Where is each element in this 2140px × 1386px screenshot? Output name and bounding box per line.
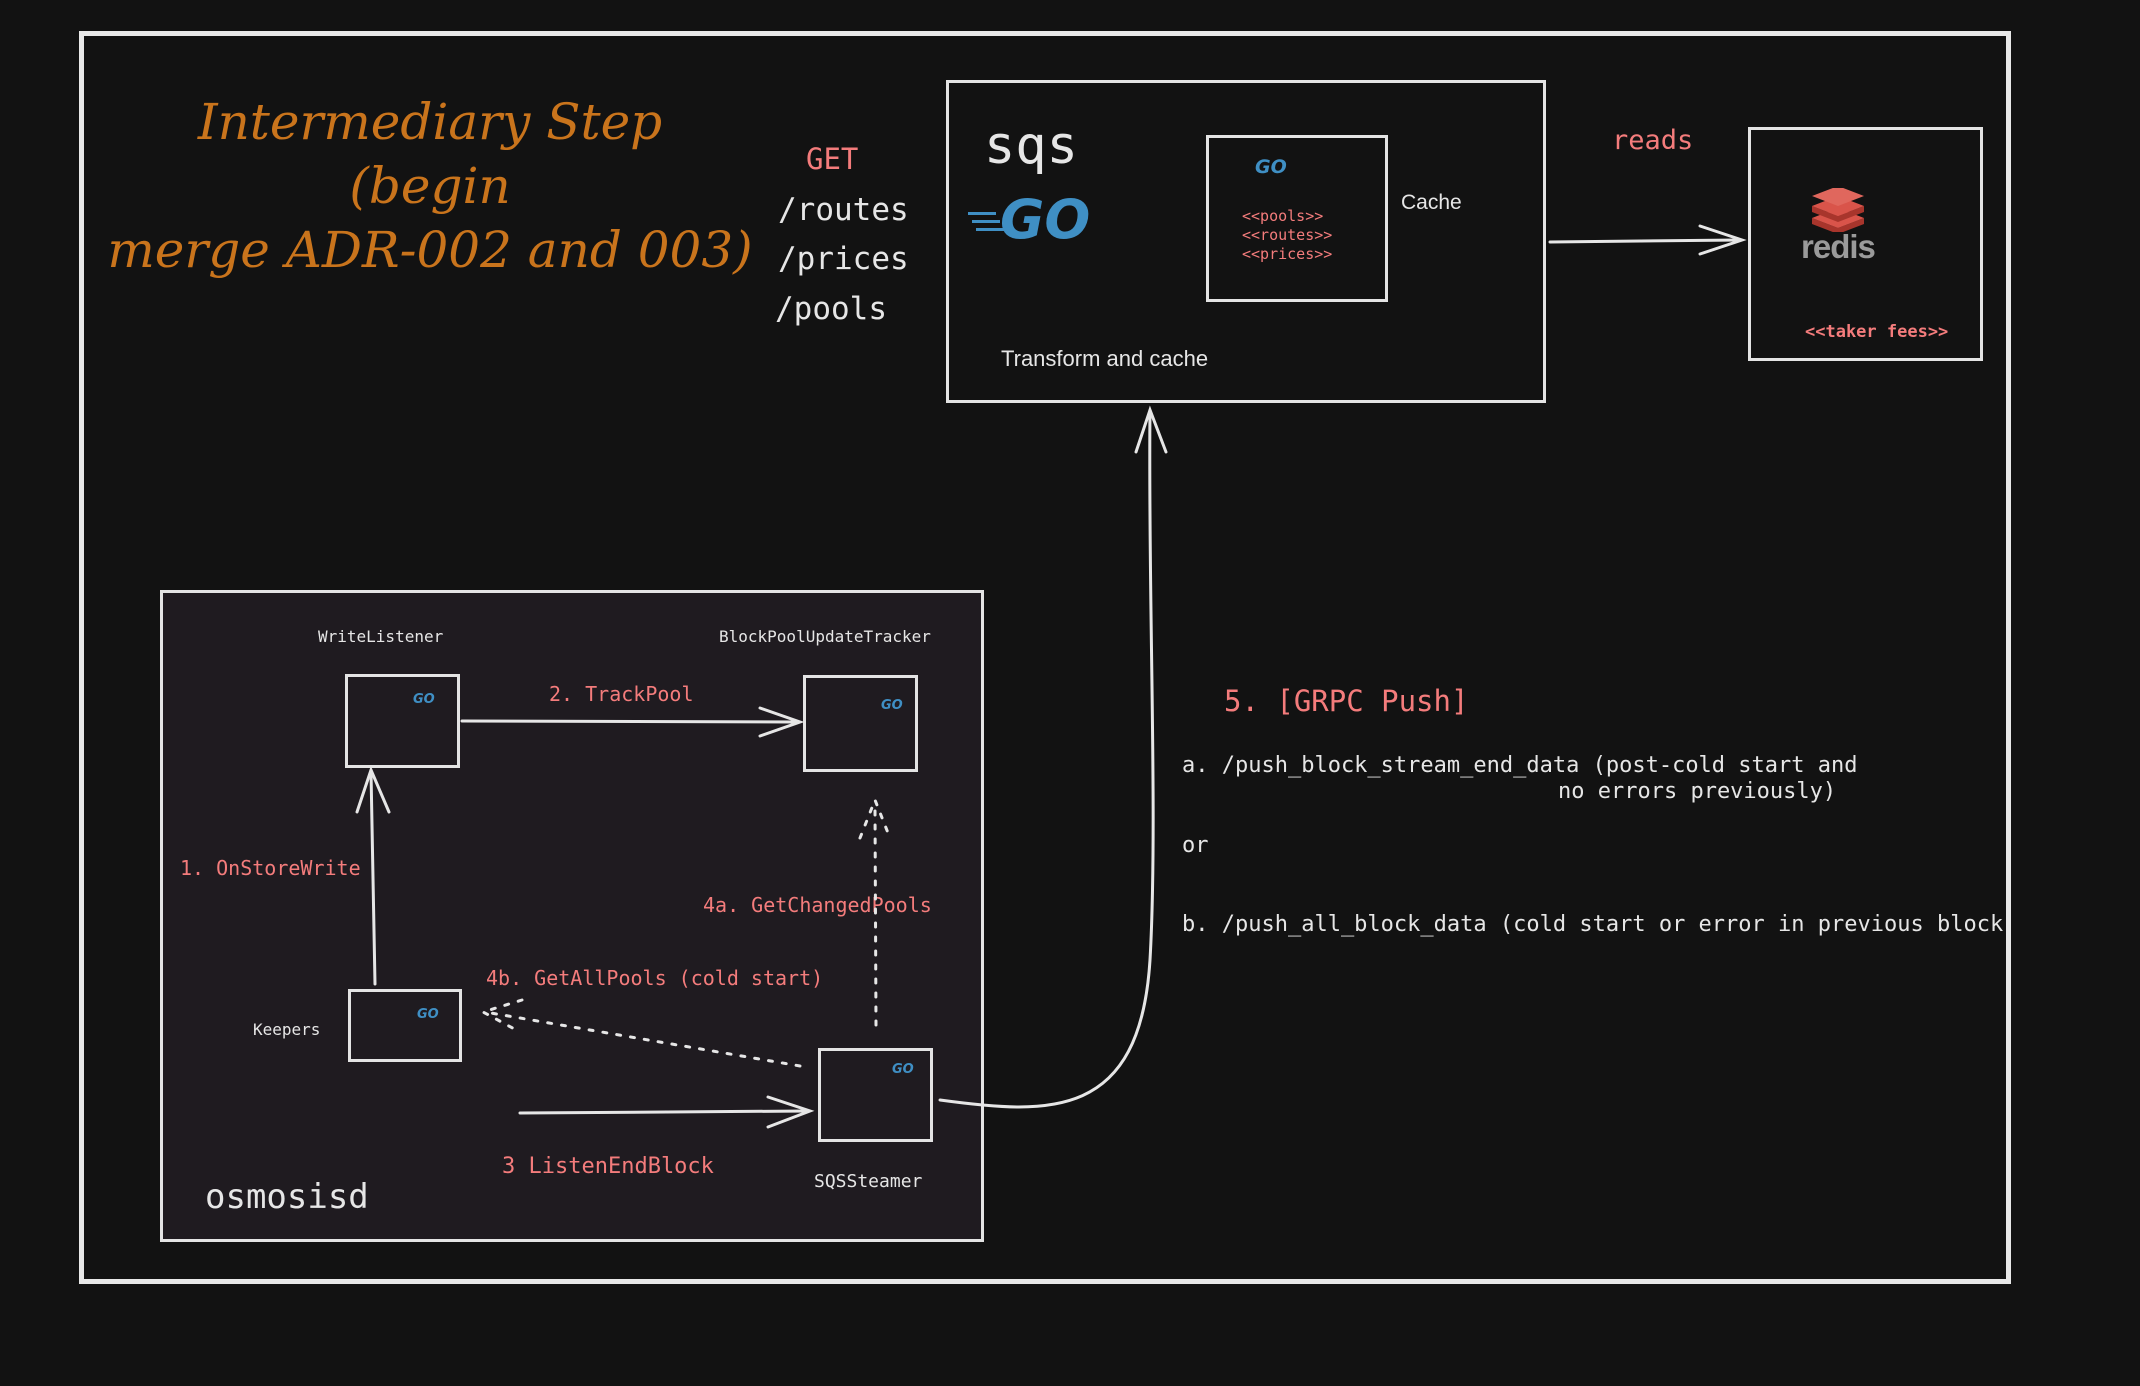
redis-logo-text: redis (1801, 228, 1876, 265)
redis-box (1748, 127, 1983, 361)
grpc-option-a-line2: no errors previously) (1558, 779, 1837, 804)
edge-get-changed-pools: 4a. GetChangedPools (703, 893, 932, 917)
grpc-or: or (1182, 833, 1209, 858)
title-line-3: merge ADR-002 and 003) (107, 221, 753, 279)
cache-item-pools: <<pools>> (1242, 207, 1324, 225)
redis-stack-icon (1812, 188, 1864, 232)
pools-endpoint: /pools (775, 291, 887, 327)
sqs-subtitle: Transform and cache (1001, 346, 1209, 371)
go-logo-text: GO (1000, 188, 1091, 251)
edge-track-pool: 2. TrackPool (549, 682, 694, 706)
keepers-label: Keepers (253, 1020, 321, 1039)
block-pool-tracker-label: BlockPoolUpdateTracker (719, 627, 931, 646)
cache-item-prices: <<prices>> (1242, 245, 1333, 263)
grpc-push-heading: 5. [GRPC Push] (1224, 684, 1469, 718)
block-pool-tracker-node (803, 675, 918, 772)
diagram-title: Intermediary Step (begin merge ADR-002 a… (95, 90, 765, 282)
redis-taker-fees-note: <<taker fees>> (1805, 322, 1949, 342)
sqs-streamer-label: SQSSteamer (814, 1171, 923, 1192)
keepers-go-icon: GO (417, 1007, 439, 1022)
grpc-option-b: b. /push_all_block_data (cold start or e… (1182, 912, 2004, 937)
edge-listen-end-block: 3 ListenEndBlock (502, 1154, 714, 1179)
write-listener-node (345, 674, 460, 768)
osmosisd-label: osmosisd (205, 1177, 369, 1217)
title-line-2: (begin (349, 157, 511, 215)
sqs-go-logo-icon: GO (968, 188, 1090, 251)
osmosisd-panel (160, 590, 984, 1242)
keepers-node (348, 989, 462, 1062)
cache-box (1206, 135, 1388, 302)
routes-endpoint: /routes (778, 192, 909, 228)
speed-lines-icon (968, 212, 996, 215)
edge-get-all-pools: 4b. GetAllPools (cold start) (486, 966, 824, 990)
write-listener-go-icon: GO (413, 692, 435, 707)
reads-label: reads (1612, 125, 1694, 156)
sqs-service-box (946, 80, 1546, 403)
write-listener-label: WriteListener (318, 627, 444, 646)
cache-label: Cache (1401, 191, 1462, 214)
grpc-option-a-line1: a. /push_block_stream_end_data (post-col… (1182, 753, 1858, 778)
block-pool-tracker-go-icon: GO (881, 698, 903, 713)
edge-on-store-write: 1. OnStoreWrite (180, 856, 361, 880)
cache-go-logo-icon: GO (1255, 156, 1287, 178)
title-line-1: Intermediary Step (197, 93, 663, 151)
prices-endpoint: /prices (778, 241, 909, 277)
sqs-label: sqs (984, 116, 1078, 176)
outer-frame (79, 31, 2011, 1284)
get-method-label: GET (806, 142, 859, 176)
cache-item-routes: <<routes>> (1242, 226, 1333, 244)
redis-logo-icon (1810, 188, 1866, 232)
sqs-streamer-go-icon: GO (892, 1062, 914, 1077)
sqs-streamer-node (818, 1048, 933, 1142)
